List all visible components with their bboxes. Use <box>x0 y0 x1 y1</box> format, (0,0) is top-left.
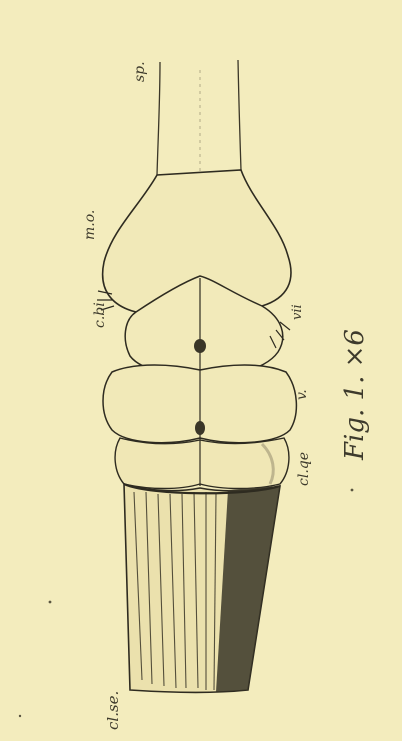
label-clse: cl.se. <box>104 691 122 730</box>
label-v: v. <box>294 389 310 400</box>
label-clqe: cl.qe <box>296 452 312 486</box>
label-mo: m.o. <box>82 210 98 240</box>
label-vii: vii <box>290 304 305 320</box>
label-sp: sp. <box>132 61 148 82</box>
figure-caption: Fig. 1. ×6 <box>340 329 370 460</box>
label-cbi: c.bi <box>92 302 108 328</box>
